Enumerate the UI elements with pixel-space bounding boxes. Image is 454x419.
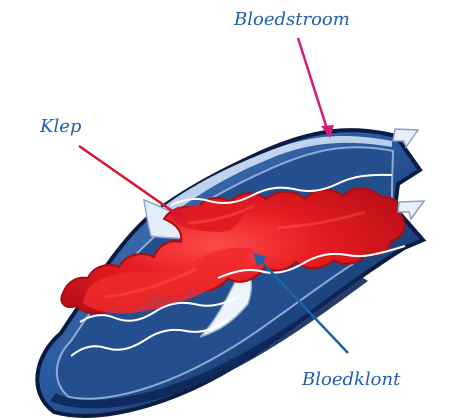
klep-pointer-line (79, 146, 178, 215)
bloedstroom-pointer-line (298, 38, 328, 132)
bloedklont-label: Bloedklont (302, 371, 400, 389)
bloedstroom-label: Bloedstroom (234, 11, 350, 29)
klep-label: Klep (40, 118, 81, 136)
